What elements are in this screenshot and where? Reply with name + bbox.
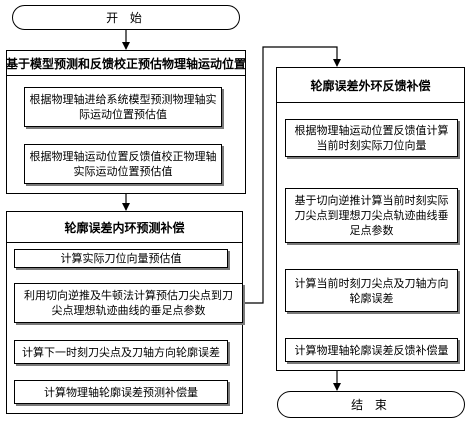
step-c4-feedback-compensation: 计算物理轴轮廓误差反馈补偿量 <box>285 338 458 362</box>
step-b3-next-contour-error: 计算下一时刻刀尖点及刀轴方向轮廓误差 <box>14 340 228 364</box>
start-terminal: 开 始 <box>12 5 240 30</box>
step-b1-tool-vector-estimate: 计算实际刀位向量预估值 <box>14 249 228 268</box>
step-b2-foot-point-parameter: 利用切向逆推及牛顿法计算预估刀尖点到刀 尖点理想轨迹曲线的垂足点参数 <box>14 283 243 323</box>
step-a1-model-prediction: 根据物理轴进给系统模型预测物理轴实 际运动位置预估值 <box>24 87 222 127</box>
group-a-title: 基于模型预测和反馈校正预估物理轴运动位置 <box>6 51 246 76</box>
end-terminal: 结 束 <box>277 391 465 418</box>
step-a2-feedback-correction: 根据物理轴运动位置反馈值校正物理轴 实际运动位置预估值 <box>24 144 222 184</box>
group-c-title: 轮廓误差外环反馈补偿 <box>277 68 464 103</box>
step-c2-foot-point-parameter: 基于切向逆推计算当前时刻实际 刀尖点到理想刀尖点轨迹曲线垂 足点参数 <box>285 188 458 243</box>
step-c3-current-contour-error: 计算当前时刻刀尖点及刀轴方向 轮廓误差 <box>285 269 458 312</box>
end-label: 结 束 <box>351 398 391 412</box>
arrow-b2-to-group-c <box>243 46 341 304</box>
group-b-title: 轮廓误差内环预测补偿 <box>7 212 242 243</box>
step-c1-actual-tool-vector: 根据物理轴运动位置反馈值计算 当前时刻实际刀位向量 <box>285 119 458 157</box>
start-label: 开 始 <box>106 11 146 25</box>
step-b4-predictive-compensation: 计算物理轴轮廓误差预测补偿量 <box>14 380 228 404</box>
